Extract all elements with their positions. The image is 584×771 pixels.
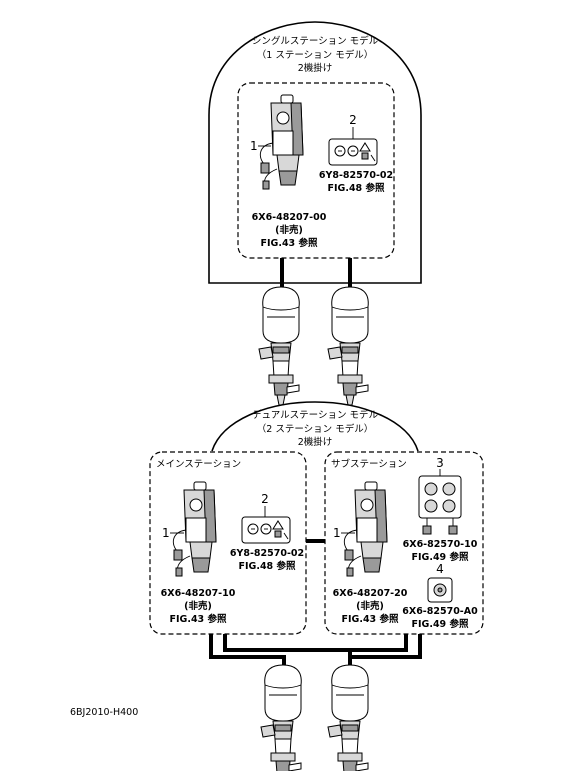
- main-item1-note: (非売): [184, 600, 212, 612]
- single-station-engine-count: 2機掛け: [298, 62, 333, 74]
- sub-item1-number: 1: [333, 526, 341, 540]
- sub-item3-part: 6X6-82570-10: [403, 539, 478, 550]
- single-item1-ref: FIG.43 参照: [261, 237, 318, 249]
- main-station-dashed-box: [149, 451, 307, 635]
- single-outboard-motor-right: [327, 286, 369, 406]
- sub-key-switch: [427, 577, 453, 603]
- single-item2-ref: FIG.48 参照: [328, 182, 385, 194]
- sub-remote-control-box: [343, 481, 388, 577]
- single-item2-number: 2: [349, 113, 357, 127]
- dual-station-engine-count: 2機掛け: [298, 436, 333, 448]
- dual-station-title: デュアルステーション モデル: [252, 409, 379, 421]
- dual-cable-cross-b: [284, 634, 408, 652]
- main-item2-part: 6Y8-82570-02: [230, 548, 304, 559]
- dual-cable-left: [209, 634, 286, 672]
- main-item2-ref: FIG.48 参照: [239, 560, 296, 572]
- single-switch-panel: [328, 138, 378, 166]
- single-station-boat-outline: [208, 21, 422, 284]
- main-switch-panel: [241, 516, 291, 544]
- dual-outboard-motor-right: [327, 664, 369, 771]
- dual-station-section: デュアルステーション モデル （2 ステーション モデル） 2機掛け メインステ…: [149, 401, 484, 771]
- single-outboard-motor-left: [258, 286, 300, 406]
- main-item1-number: 1: [162, 526, 170, 540]
- sub-item4-number: 4: [436, 562, 444, 576]
- sub-item4-ref: FIG.49 参照: [412, 618, 469, 630]
- sub-station-label: サブステーション: [331, 458, 407, 470]
- sub-item4-part: 6X6-82570-A0: [402, 606, 478, 617]
- diagram-code: 6BJ2010-H400: [70, 707, 138, 718]
- main-item1-ref: FIG.43 参照: [170, 613, 227, 625]
- sub-item1-note: (非売): [356, 600, 384, 612]
- sub-quad-switch-panel: [418, 475, 462, 535]
- main-item1-part: 6X6-48207-10: [161, 588, 236, 599]
- sub-item1-part: 6X6-48207-20: [333, 588, 408, 599]
- dual-station-boat-outline: [211, 401, 419, 452]
- main-remote-control-box: [172, 481, 217, 577]
- single-item1-note: (非売): [275, 224, 303, 236]
- single-item2-part: 6Y8-82570-02: [319, 170, 393, 181]
- dual-cable-right: [348, 634, 422, 672]
- sub-item1-ref: FIG.43 参照: [342, 613, 399, 625]
- single-station-dashed-box: [237, 82, 395, 259]
- single-station-title: シングルステーション モデル: [252, 35, 379, 47]
- main-station-label: メインステーション: [156, 459, 241, 470]
- sub-item3-ref: FIG.49 参照: [412, 551, 469, 563]
- main-item2-number: 2: [261, 492, 269, 506]
- single-station-section: シングルステーション モデル （1 ステーション モデル） 2機掛け 1 6X6…: [208, 21, 422, 406]
- single-remote-control-box: [259, 94, 304, 190]
- single-item1-number: 1: [250, 139, 258, 153]
- dual-outboard-motor-left: [260, 664, 302, 771]
- single-station-subtitle: （1 ステーション モデル）: [257, 49, 373, 61]
- dual-station-subtitle: （2 ステーション モデル）: [257, 423, 373, 435]
- sub-item3-number: 3: [436, 456, 444, 470]
- single-item1-part: 6X6-48207-00: [252, 212, 327, 223]
